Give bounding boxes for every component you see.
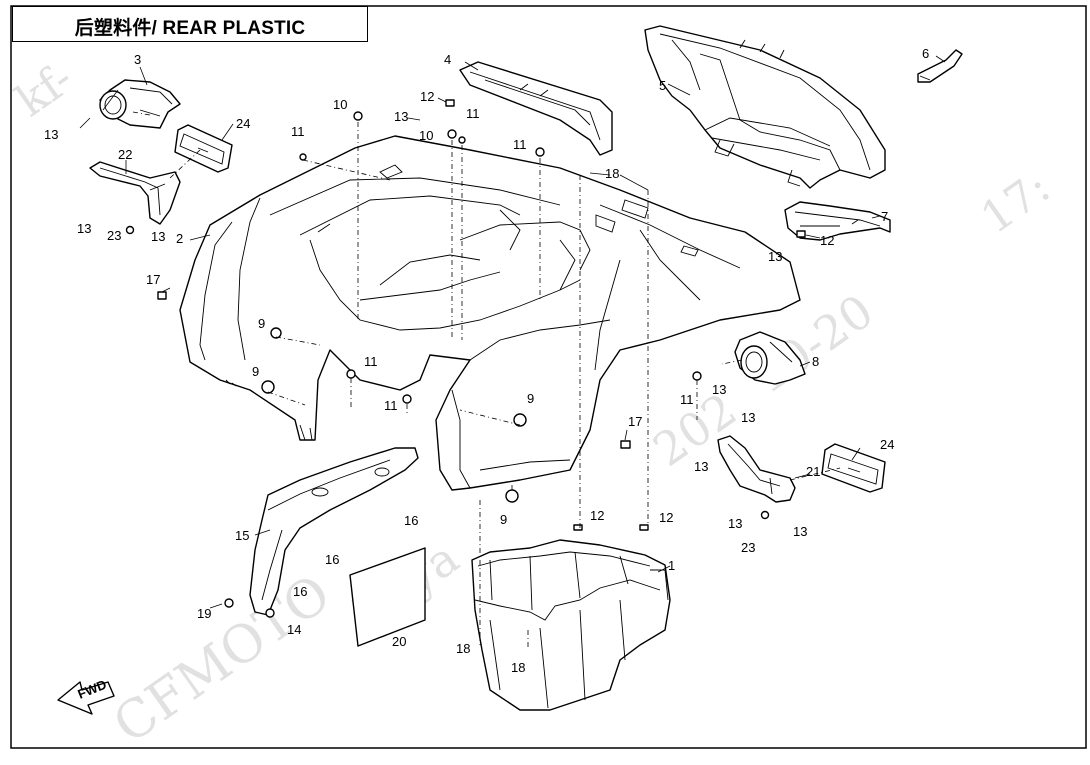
- callout-22: 22: [118, 147, 132, 162]
- callout-20: 20: [392, 634, 406, 649]
- callout-2: 2: [176, 231, 183, 246]
- callout-8: 8: [812, 354, 819, 369]
- callout-13a: 13: [44, 127, 58, 142]
- callout-15: 15: [235, 528, 249, 543]
- callout-23a: 23: [107, 228, 121, 243]
- rear-light-left-part: [99, 79, 181, 129]
- callout-13i: 13: [728, 516, 742, 531]
- callout-1: 1: [668, 558, 675, 573]
- callout-19: 19: [197, 606, 211, 621]
- watermark-text-b: 17:: [972, 162, 1059, 244]
- callout-10b: 10: [419, 128, 433, 143]
- callout-17a: 17: [146, 272, 160, 287]
- reflector-right-part: [821, 443, 886, 493]
- callouts: 3 13 24 22 13 13 23 2 17 9 9 11 10 13 12…: [44, 46, 929, 675]
- diagram-frame: [10, 5, 1087, 749]
- callout-16c: 16: [293, 584, 307, 599]
- callout-11f: 11: [680, 392, 694, 407]
- bracket-left-part: [89, 161, 181, 225]
- grab-rail-part: [459, 61, 613, 156]
- callout-23b: 23: [741, 540, 755, 555]
- callout-10a: 10: [333, 97, 347, 112]
- callout-13f: 13: [712, 382, 726, 397]
- callout-13c: 13: [151, 229, 165, 244]
- watermark-text-a: kf-: [7, 53, 82, 127]
- callout-9b: 9: [252, 364, 259, 379]
- callout-13g: 13: [741, 410, 755, 425]
- callout-9a: 9: [258, 316, 265, 331]
- callout-9d: 9: [500, 512, 507, 527]
- bracket-right-part: [717, 435, 796, 503]
- callout-12d: 12: [659, 510, 673, 525]
- callout-12c: 12: [590, 508, 604, 523]
- callout-7: 7: [881, 209, 888, 224]
- callout-5: 5: [659, 78, 666, 93]
- callout-11d: 11: [364, 354, 378, 369]
- callout-13h: 13: [694, 459, 708, 474]
- reflector-left-part: [174, 124, 233, 173]
- callout-17b: 17: [628, 414, 642, 429]
- title-box: 后塑料件/ REAR PLASTIC: [12, 6, 368, 42]
- callout-6: 6: [922, 46, 929, 61]
- mud-flap-part: [249, 447, 419, 616]
- leader-lines: [79, 55, 946, 609]
- callout-24b: 24: [880, 437, 894, 452]
- clip-part: [917, 49, 963, 83]
- page-title: 后塑料件/ REAR PLASTIC: [74, 18, 306, 39]
- storage-tray-part: [471, 539, 671, 711]
- callout-12b: 12: [820, 233, 834, 248]
- callout-13e: 13: [768, 249, 782, 264]
- rear-light-right-part: [734, 331, 806, 385]
- callout-4: 4: [444, 52, 451, 67]
- callout-21: 21: [806, 464, 820, 479]
- callout-18a: 18: [605, 166, 619, 181]
- callout-11a: 11: [291, 124, 305, 139]
- callout-3: 3: [134, 52, 141, 67]
- callout-18b: 18: [456, 641, 470, 656]
- callout-11e: 11: [384, 398, 398, 413]
- storage-rack-part: [644, 25, 886, 189]
- callout-18c: 18: [511, 660, 525, 675]
- callout-11b: 11: [466, 106, 480, 121]
- callout-13d: 13: [394, 109, 408, 124]
- callout-24a: 24: [236, 116, 250, 131]
- callout-12a: 12: [420, 89, 434, 104]
- callout-13b: 13: [77, 221, 91, 236]
- callout-11c: 11: [513, 137, 527, 152]
- callout-14: 14: [287, 622, 301, 637]
- sticker-part: [349, 547, 426, 647]
- alignment-lines: [132, 111, 841, 650]
- callout-9c: 9: [527, 391, 534, 406]
- callout-16b: 16: [325, 552, 339, 567]
- callout-13j: 13: [793, 524, 807, 539]
- callout-16a: 16: [404, 513, 418, 528]
